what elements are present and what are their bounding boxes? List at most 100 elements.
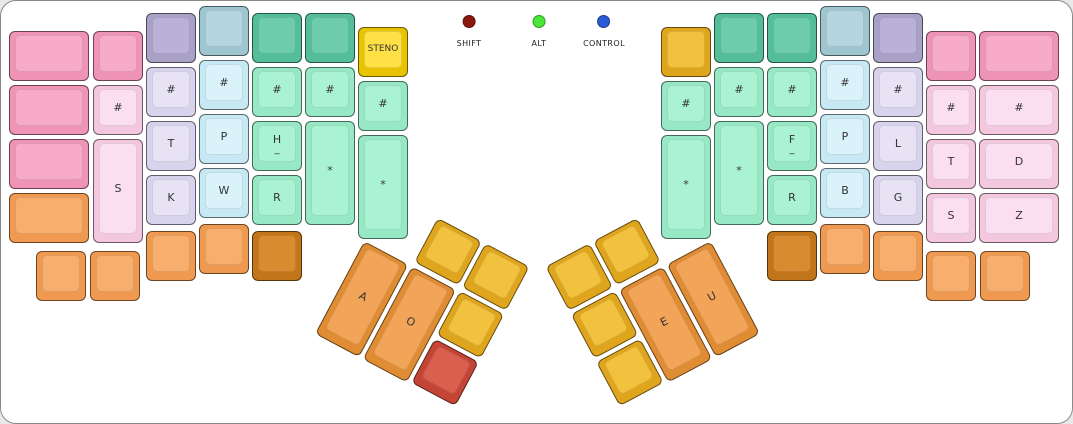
key-p[interactable]: P: [820, 114, 870, 164]
key-b[interactable]: B: [820, 168, 870, 218]
key-blank-blue[interactable]: [199, 6, 249, 56]
key-label: #: [893, 82, 903, 96]
key-p[interactable]: P: [199, 114, 249, 164]
shift-led-icon: [462, 15, 476, 28]
keytop: STENO: [364, 31, 402, 68]
keytop: [420, 344, 472, 396]
key-blank-orange[interactable]: [199, 224, 249, 274]
key-s[interactable]: S: [93, 139, 143, 243]
key-steno[interactable]: STENO: [358, 27, 408, 77]
key-#[interactable]: #: [926, 85, 976, 135]
key-*[interactable]: *: [661, 135, 711, 239]
key-blank-green[interactable]: [252, 13, 302, 63]
key-blank-orange[interactable]: [146, 231, 196, 281]
key-label: L: [894, 136, 902, 150]
keytop: [205, 228, 243, 265]
key-l[interactable]: L: [873, 121, 923, 171]
key-blank-green[interactable]: [305, 13, 355, 63]
key-blank-pink[interactable]: [9, 85, 89, 135]
keytop: Z: [985, 197, 1053, 234]
key-*[interactable]: *: [358, 135, 408, 239]
key-blank-pink[interactable]: [9, 31, 89, 81]
key-*[interactable]: *: [305, 121, 355, 225]
key-label: #: [681, 96, 691, 110]
key-blank-orange[interactable]: [36, 251, 86, 301]
key-label: G: [893, 190, 903, 204]
key-*[interactable]: *: [714, 121, 764, 225]
keytop: #: [879, 71, 917, 108]
key-#[interactable]: #: [767, 67, 817, 117]
key-#[interactable]: #: [93, 85, 143, 135]
key-blank-orange[interactable]: [980, 251, 1030, 301]
keytop: P: [205, 118, 243, 155]
key-s[interactable]: S: [926, 193, 976, 243]
key-blank-blue[interactable]: [820, 6, 870, 56]
key-t[interactable]: T: [926, 139, 976, 189]
key-d[interactable]: D: [979, 139, 1059, 189]
key-blank-purple[interactable]: [146, 13, 196, 63]
key-blank-pink[interactable]: [926, 31, 976, 81]
keytop: H_: [258, 125, 296, 162]
key-#[interactable]: #: [820, 60, 870, 110]
keytop: [826, 10, 864, 47]
key-f[interactable]: F_: [767, 121, 817, 171]
key-z[interactable]: Z: [979, 193, 1059, 243]
keytop: [446, 297, 498, 348]
key-t[interactable]: T: [146, 121, 196, 171]
keytop: F_: [773, 125, 811, 162]
keytop: [471, 249, 523, 301]
key-label: #: [787, 82, 797, 96]
key-#[interactable]: #: [146, 67, 196, 117]
key-label: #: [113, 100, 123, 114]
key-blank-orange[interactable]: [820, 224, 870, 274]
key-w[interactable]: W: [199, 168, 249, 218]
key-h[interactable]: H_: [252, 121, 302, 171]
keytop: *: [667, 139, 705, 230]
key-blank-orange[interactable]: [873, 231, 923, 281]
key-#[interactable]: #: [358, 81, 408, 131]
keytop: [15, 143, 83, 180]
key-#[interactable]: #: [252, 67, 302, 117]
key-blank-orange[interactable]: [90, 251, 140, 301]
keytop: L: [879, 125, 917, 162]
keytop: R: [258, 179, 296, 216]
key-label: R: [788, 190, 796, 204]
key-label: *: [327, 163, 333, 177]
key-r[interactable]: R: [767, 175, 817, 225]
key-#[interactable]: #: [714, 67, 764, 117]
keytop: #: [99, 89, 137, 126]
key-blank-pink[interactable]: [979, 31, 1059, 81]
key-#[interactable]: #: [979, 85, 1059, 135]
keytop: #: [932, 89, 970, 126]
key-g[interactable]: G: [873, 175, 923, 225]
key-blank-pink[interactable]: [93, 31, 143, 81]
key-blank-orange[interactable]: [926, 251, 976, 301]
key-blank-purple[interactable]: [873, 13, 923, 63]
keytop: W: [205, 172, 243, 209]
keytop: [152, 17, 190, 54]
key-#[interactable]: #: [305, 67, 355, 117]
key-blank-darkorange[interactable]: [252, 231, 302, 281]
key-blank-darkorange[interactable]: [767, 231, 817, 281]
key-label: T: [947, 154, 955, 168]
key-r[interactable]: R: [252, 175, 302, 225]
keytop: #: [773, 71, 811, 108]
keytop: [879, 235, 917, 272]
keytop: [720, 17, 758, 54]
key-blank-green[interactable]: [767, 13, 817, 63]
key-blank-pink[interactable]: [9, 139, 89, 189]
keytop: [96, 255, 134, 292]
key-#[interactable]: #: [199, 60, 249, 110]
key-label: D: [1014, 154, 1024, 168]
key-#[interactable]: #: [661, 81, 711, 131]
key-k[interactable]: K: [146, 175, 196, 225]
keytop: T: [932, 143, 970, 180]
key-#[interactable]: #: [873, 67, 923, 117]
key-blank-orange[interactable]: [9, 193, 89, 243]
keytop: [577, 297, 629, 348]
key-label: #: [219, 75, 229, 89]
key-blank-green[interactable]: [714, 13, 764, 63]
indicator-shift: SHIFT: [457, 15, 482, 48]
key-blank-gold[interactable]: [661, 27, 711, 77]
